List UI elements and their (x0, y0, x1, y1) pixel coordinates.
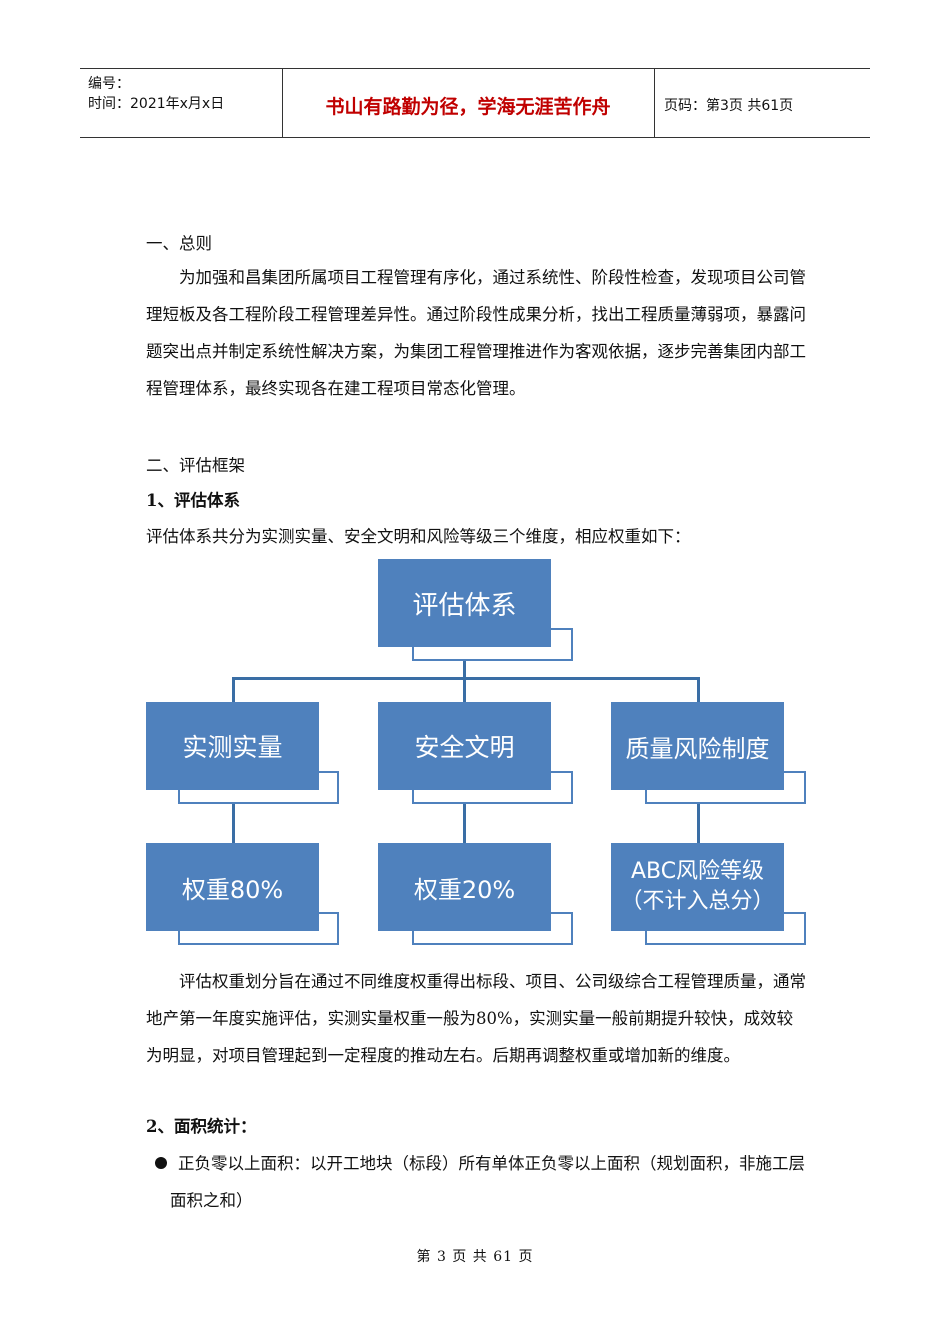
weight-description: 评估权重划分旨在通过不同维度权重得出标段、项目、公司级综合工程管理质量，通常地产… (146, 972, 806, 1065)
level1-box-risk: 质量风险制度 (611, 702, 784, 790)
level2-label-weight-80: 权重80% (181, 875, 284, 904)
level1-middle-shadow (412, 771, 573, 804)
level1-label-measure: 实测实量 (182, 733, 283, 762)
header-page-info: 页码：第3页 共61页 (664, 98, 794, 114)
level2-middle-shadow (412, 912, 573, 945)
header-page-cell: 页码：第3页 共61页 (654, 69, 870, 137)
connector-right-lower (697, 790, 700, 845)
level1-label-safety: 安全文明 (414, 733, 515, 762)
section-1-title: 一、总则 (146, 234, 212, 253)
page-footer: 第 3 页 共 61 页 (416, 1249, 534, 1265)
level1-label-risk: 质量风险制度 (625, 734, 770, 763)
level1-left-shadow (178, 771, 339, 804)
level1-box-safety: 安全文明 (378, 702, 551, 790)
level2-box-weight-80: 权重80% (146, 843, 319, 931)
root-label: 评估体系 (412, 590, 517, 621)
root-box: 评估体系 (378, 559, 551, 647)
section-2-subtitle-2: 2、面积统计： (146, 1117, 257, 1136)
level1-box-measure: 实测实量 (146, 702, 319, 790)
connector-left-lower (232, 790, 235, 845)
bullet-item-area: 正负零以上面积：以开工地块（标段）所有单体正负零以上面积（规划面积，非施工层面积… (170, 1154, 805, 1210)
level2-left-shadow (178, 912, 339, 945)
header-meta-cell: 编号： 时间：2021年x月x日 (80, 69, 283, 137)
section-2-intro: 评估体系共分为实测实量、安全文明和风险等级三个维度，相应权重如下： (146, 527, 691, 546)
level2-right-shadow (645, 912, 806, 945)
header-motto: 书山有路勤为径，学海无涯苦作舟 (325, 96, 611, 118)
level2-box-weight-20: 权重20% (378, 843, 551, 931)
connector-middle-drop (463, 677, 466, 703)
level2-box-abc-risk: ABC风险等级 （不计入总分） (611, 843, 784, 931)
connector-left-drop (232, 677, 235, 703)
bullet-dot (155, 1157, 167, 1169)
connector-right-drop (697, 677, 700, 703)
document-time-label: 时间：2021年x月x日 (88, 96, 225, 112)
root-box-shadow (412, 628, 573, 661)
level2-label-weight-20: 权重20% (413, 875, 516, 904)
level2-label-not-counted: （不计入总分） (620, 889, 775, 914)
connector-middle-lower (463, 790, 466, 845)
section-2-title: 二、评估框架 (146, 456, 245, 475)
page-header: 编号： 时间：2021年x月x日 书山有路勤为径，学海无涯苦作舟 页码：第3页 … (80, 68, 870, 138)
connector-horizontal-bar (232, 677, 700, 680)
level2-label-abc-risk: ABC风险等级 (630, 859, 765, 884)
document-number-label: 编号： (88, 76, 130, 92)
section-2-subtitle-1: 1、评估体系 (146, 491, 240, 510)
connector-root-stem (463, 658, 466, 680)
level1-right-shadow (645, 771, 806, 804)
section-1-body: 为加强和昌集团所属项目工程管理有序化，通过系统性、阶段性检查，发现项目公司管理短… (146, 268, 806, 398)
header-motto-cell: 书山有路勤为径，学海无涯苦作舟 (282, 69, 655, 137)
